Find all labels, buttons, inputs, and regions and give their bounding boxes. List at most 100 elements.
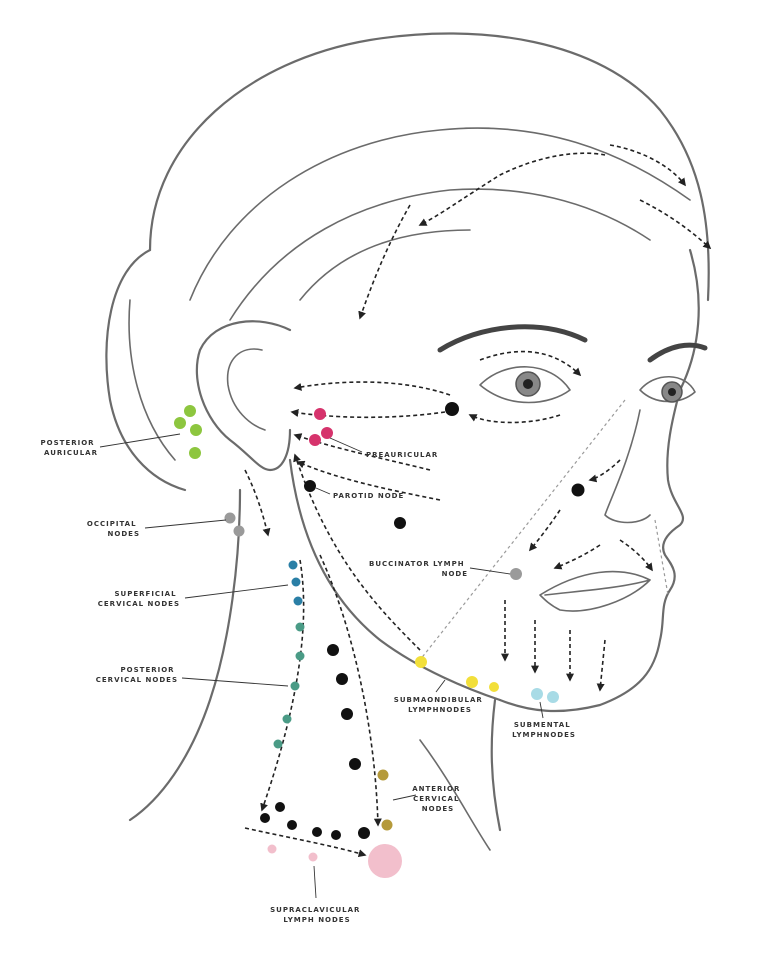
node-submental xyxy=(547,691,559,703)
nodes-buccinator xyxy=(510,568,522,580)
shoulder-line xyxy=(419,739,491,851)
node-parotid xyxy=(304,480,316,492)
arrow-parotid-2 xyxy=(296,460,441,501)
node-lower-chain xyxy=(260,813,270,823)
nodes-preauricular xyxy=(309,408,333,446)
node-occipital xyxy=(233,525,245,537)
head-outline xyxy=(105,32,710,851)
node-posterior-auricular xyxy=(184,405,196,417)
arrow-temple-down xyxy=(358,204,411,320)
label-anterior-cervical: ANTERIOR CERVICAL NODES xyxy=(412,785,464,813)
arrow-forehead-3 xyxy=(639,199,712,250)
hair-outline xyxy=(148,32,710,302)
arrow-forehead-1 xyxy=(609,144,686,187)
guide-line-jaw xyxy=(654,519,669,596)
nodes-supraclavicular xyxy=(267,844,402,878)
node-lower-chain xyxy=(287,820,297,830)
nodes-submental xyxy=(531,688,559,703)
node-lower-chain xyxy=(275,802,285,812)
label-posterior-auricular: POSTERIOR AURICULAR xyxy=(41,439,98,457)
labels: POSTERIOR AURICULAR PREAURICULAR PAROTID… xyxy=(41,439,576,924)
leader-posterior-auricular xyxy=(99,433,181,448)
node-superficial-cervical xyxy=(293,596,303,606)
arrow-neck-down-left xyxy=(260,559,305,812)
nodes-superficial-cervical xyxy=(288,560,303,606)
hair-strands xyxy=(189,127,691,321)
node-posterior-cervical xyxy=(295,622,305,632)
right-brow xyxy=(647,342,708,363)
node-posterior-auricular xyxy=(174,417,186,429)
lips xyxy=(539,570,651,612)
nodes-posterior-cervical xyxy=(273,622,305,749)
hair-bun xyxy=(105,248,187,492)
node-superficial-cervical xyxy=(291,577,301,587)
arrow-nose xyxy=(588,459,621,483)
jaw-line xyxy=(288,458,502,702)
node-supraclavicular xyxy=(308,852,318,862)
leader-submandibular xyxy=(435,679,446,693)
arrow-lip-left xyxy=(553,544,601,570)
nodes-submandibular xyxy=(415,656,499,692)
leader-lines xyxy=(99,433,544,899)
arrow-chin-4 xyxy=(596,639,606,692)
node-deep-cervical xyxy=(349,758,361,770)
left-eye xyxy=(479,366,571,404)
arrow-jaw-up xyxy=(293,453,421,651)
node-preauricular xyxy=(321,427,333,439)
arrow-forehead-2 xyxy=(418,152,606,226)
arrow-cheek-buccinator xyxy=(528,509,561,552)
leader-occipital xyxy=(144,519,227,529)
node-posterior-cervical xyxy=(290,681,300,691)
arrow-lower-eyelid xyxy=(468,414,561,424)
node-anterior-cervical xyxy=(377,769,389,781)
arrow-lip-right xyxy=(619,539,653,572)
arrow-parotid-1 xyxy=(293,433,431,471)
node-cheek xyxy=(394,517,406,529)
label-parotid: PAROTID NODE xyxy=(333,492,404,500)
leader-preauricular xyxy=(329,437,363,453)
node-nose-side xyxy=(571,483,585,497)
label-submental: SUBMENTAL LYMPHNODES xyxy=(512,721,576,739)
node-posterior-cervical xyxy=(295,651,305,661)
left-brow xyxy=(437,324,588,353)
node-posterior-cervical xyxy=(282,714,292,724)
ear-inner xyxy=(226,348,266,431)
arrow-neck-down-center xyxy=(319,554,382,827)
neck-front xyxy=(490,698,502,832)
leader-superficial-cervical xyxy=(184,584,289,599)
label-buccinator: BUCCINATOR LYMPH NODE xyxy=(369,560,468,578)
right-eye xyxy=(639,376,696,403)
node-posterior-cervical xyxy=(273,739,283,749)
guide-line-chin xyxy=(419,399,626,661)
node-eye-corner xyxy=(445,402,459,416)
neck-back xyxy=(128,488,242,822)
node-submandibular xyxy=(489,682,499,692)
arrow-supraclavicular xyxy=(244,827,367,858)
label-superficial-cervical: SUPERFICIAL CERVICAL NODES xyxy=(98,590,180,608)
arrow-brow xyxy=(479,350,582,377)
leader-supraclavicular xyxy=(313,865,317,899)
arrow-temple-ear xyxy=(293,381,451,396)
nodes-black xyxy=(260,402,585,840)
node-submental xyxy=(531,688,543,700)
node-supraclavicular-large xyxy=(368,844,402,878)
label-occipital: OCCIPITAL NODES xyxy=(87,520,140,538)
bun-strand xyxy=(128,299,176,461)
leader-anterior-cervical xyxy=(392,794,417,801)
node-occipital xyxy=(224,512,236,524)
node-anterior-cervical xyxy=(381,819,393,831)
node-lower-chain xyxy=(312,827,322,837)
node-submandibular xyxy=(466,676,478,688)
node-deep-cervical xyxy=(336,673,348,685)
node-posterior-auricular xyxy=(190,424,202,436)
nodes-posterior-auricular xyxy=(174,405,202,459)
node-buccinator xyxy=(510,568,522,580)
node-deep-cervical xyxy=(327,644,339,656)
leader-submental xyxy=(539,701,544,719)
node-deep-cervical xyxy=(341,708,353,720)
ear-outline xyxy=(195,320,292,472)
leader-buccinator xyxy=(469,567,511,575)
leader-parotid xyxy=(315,487,331,495)
node-lower-chain xyxy=(331,830,341,840)
